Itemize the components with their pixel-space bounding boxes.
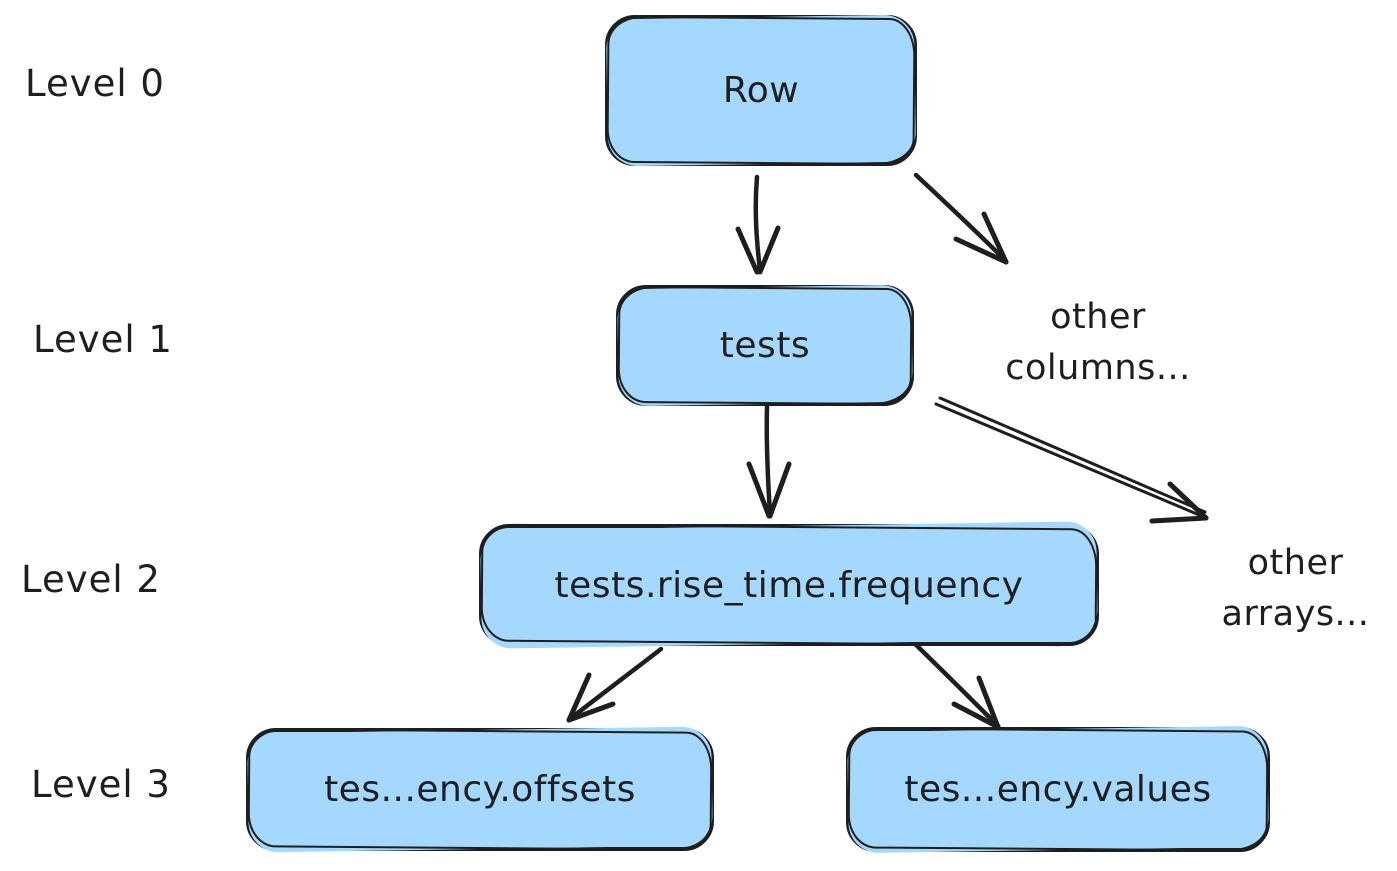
node-row-label: Row	[722, 70, 800, 111]
node-tests-rise-time-frequency: tests.rise_time.frequency	[479, 524, 1099, 646]
annotation-other-arrays: other arrays...	[1221, 543, 1370, 634]
node-tests-label: tests	[719, 325, 811, 366]
arrow-frequency-to-values	[908, 637, 1001, 730]
level-0-label: Level 0	[25, 62, 165, 105]
arrow-tests-to-other-arrays	[934, 396, 1209, 524]
node-row: Row	[605, 15, 917, 166]
node-values-label: tes...ency.values	[904, 769, 1212, 810]
annotation-other-columns: other columns...	[1005, 297, 1191, 388]
node-offsets-label: tes...ency.offsets	[324, 769, 636, 810]
arrow-row-to-other-columns	[913, 172, 1009, 265]
level-2-label: Level 2	[21, 558, 161, 601]
arrow-row-to-tests	[735, 174, 781, 275]
node-values: tes...ency.values	[846, 727, 1270, 852]
arrow-frequency-to-offsets	[566, 646, 664, 723]
arrow-tests-to-frequency	[746, 404, 792, 519]
node-offsets: tes...ency.offsets	[246, 728, 714, 851]
node-tests: tests	[616, 285, 914, 406]
node-tests-rise-time-frequency-label: tests.rise_time.frequency	[554, 564, 1024, 606]
level-1-label: Level 1	[33, 318, 173, 361]
level-3-label: Level 3	[31, 763, 171, 806]
